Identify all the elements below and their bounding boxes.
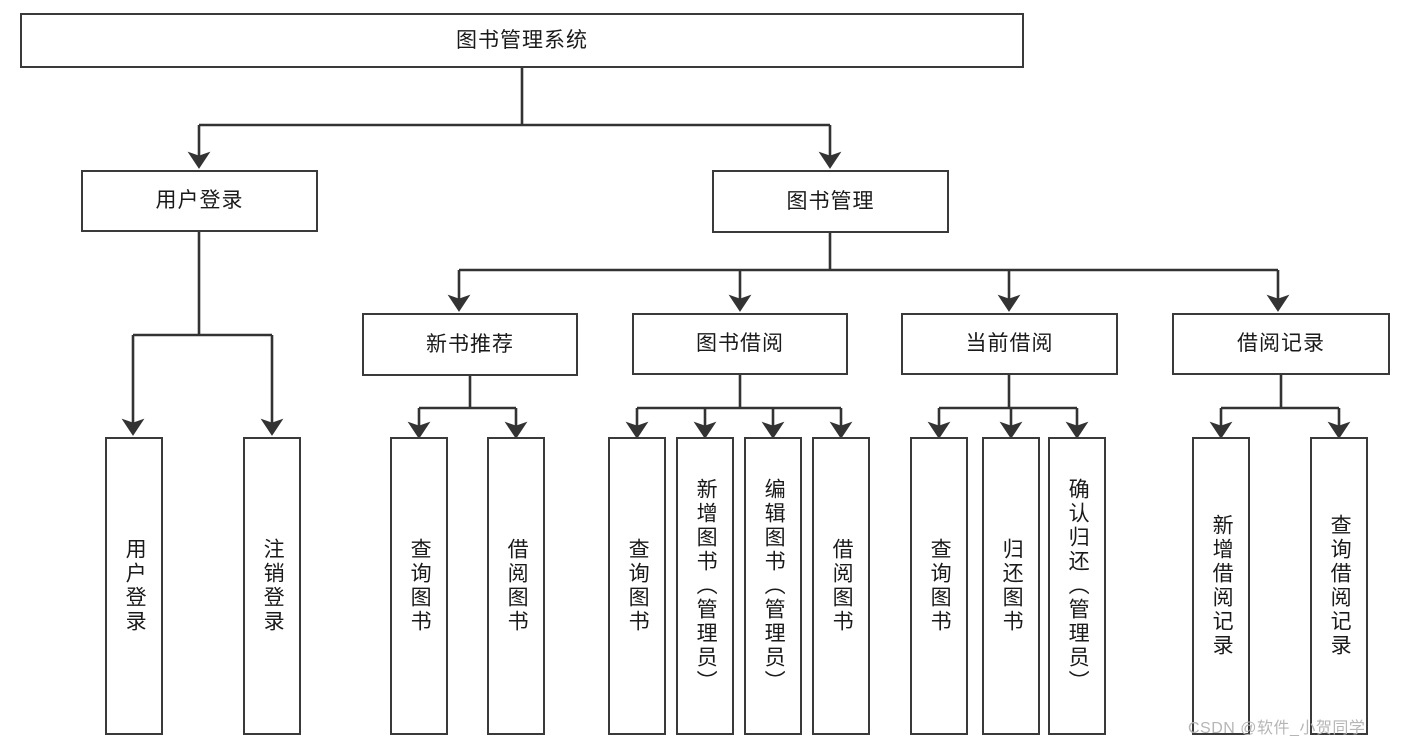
node-new-book-recommend-label: 新书推荐: [426, 332, 514, 356]
node-leaf-borrow-book-2-label: 借阅图书: [830, 538, 854, 634]
node-leaf-borrow-book-1[interactable]: 借阅图书: [487, 437, 545, 735]
node-leaf-add-record-label: 新增借阅记录: [1210, 514, 1234, 658]
node-leaf-query-book-2-label: 查询图书: [626, 538, 650, 634]
node-leaf-query-book-3[interactable]: 查询图书: [910, 437, 968, 735]
node-leaf-borrow-book-2[interactable]: 借阅图书: [812, 437, 870, 735]
node-current-borrow[interactable]: 当前借阅: [901, 313, 1118, 375]
node-leaf-query-book-3-label: 查询图书: [928, 538, 952, 634]
node-leaf-edit-book-label: 编辑图书（管理员）: [762, 478, 786, 694]
node-leaf-user-login-label: 用户登录: [123, 538, 147, 634]
node-leaf-user-login[interactable]: 用户登录: [105, 437, 163, 735]
node-book-manage-label: 图书管理: [786, 189, 875, 213]
node-root[interactable]: 图书管理系统: [20, 13, 1024, 68]
node-leaf-add-book[interactable]: 新增图书（管理员）: [676, 437, 734, 735]
node-leaf-confirm-return[interactable]: 确认归还（管理员）: [1048, 437, 1106, 735]
node-leaf-logout-login[interactable]: 注销登录: [243, 437, 301, 735]
node-leaf-logout-login-label: 注销登录: [261, 538, 285, 634]
node-borrow-record[interactable]: 借阅记录: [1172, 313, 1390, 375]
node-book-borrow[interactable]: 图书借阅: [632, 313, 848, 375]
node-leaf-return-book[interactable]: 归还图书: [982, 437, 1040, 735]
node-new-book-recommend[interactable]: 新书推荐: [362, 313, 578, 376]
node-leaf-confirm-return-label: 确认归还（管理员）: [1066, 478, 1090, 694]
node-root-label: 图书管理系统: [456, 28, 588, 52]
node-leaf-add-book-label: 新增图书（管理员）: [694, 478, 718, 694]
node-book-borrow-label: 图书借阅: [696, 332, 784, 356]
node-leaf-query-book-1[interactable]: 查询图书: [390, 437, 448, 735]
node-leaf-query-record-label: 查询借阅记录: [1328, 514, 1352, 658]
node-book-manage[interactable]: 图书管理: [712, 170, 949, 233]
node-leaf-query-record[interactable]: 查询借阅记录: [1310, 437, 1368, 735]
node-user-login-label: 用户登录: [155, 189, 244, 213]
node-user-login[interactable]: 用户登录: [81, 170, 318, 232]
node-leaf-return-book-label: 归还图书: [1000, 538, 1024, 634]
node-borrow-record-label: 借阅记录: [1237, 332, 1325, 356]
node-current-borrow-label: 当前借阅: [965, 332, 1054, 356]
node-leaf-borrow-book-1-label: 借阅图书: [505, 538, 529, 634]
node-leaf-query-book-2[interactable]: 查询图书: [608, 437, 666, 735]
node-leaf-edit-book[interactable]: 编辑图书（管理员）: [744, 437, 802, 735]
node-leaf-add-record[interactable]: 新增借阅记录: [1192, 437, 1250, 735]
csdn-watermark: CSDN @软件_小贺同学: [1188, 720, 1366, 737]
node-leaf-query-book-1-label: 查询图书: [408, 538, 432, 634]
